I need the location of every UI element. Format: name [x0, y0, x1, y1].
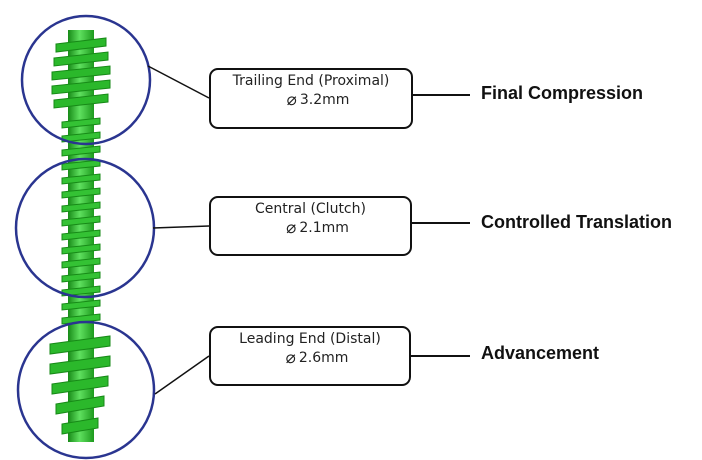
proximal-diameter-row: ⌀3.2mm	[215, 90, 407, 109]
distal-diameter: 2.6mm	[298, 350, 349, 366]
proximal-outcome-label: Final Compression	[481, 83, 644, 103]
proximal-threads	[51, 37, 111, 109]
central-outcome-label: Controlled Translation	[481, 212, 673, 232]
proximal-leader-line	[147, 65, 210, 99]
proximal-label: Trailing End (Proximal)	[232, 73, 390, 89]
proximal-label-box: Trailing End (Proximal) ⌀3.2mm	[209, 68, 413, 129]
proximal-diameter: 3.2mm	[299, 92, 350, 108]
central-diameter-row: ⌀2.1mm	[215, 218, 406, 237]
distal-diameter-row: ⌀2.6mm	[215, 348, 405, 367]
proximal-zoom-circle	[20, 14, 152, 146]
distal-threads	[49, 335, 111, 435]
diameter-symbol-icon: ⌀	[286, 218, 297, 238]
distal-zoom-circle	[16, 320, 156, 460]
central-threads	[61, 117, 101, 325]
distal-outcome-label: Advancement	[481, 343, 600, 363]
central-leader-line	[152, 225, 210, 229]
distal-leader-line	[154, 355, 210, 395]
distal-label: Leading End (Distal)	[239, 331, 381, 347]
central-label: Central (Clutch)	[255, 201, 366, 217]
distal-label-box: Leading End (Distal) ⌀2.6mm	[209, 326, 411, 386]
diameter-symbol-icon: ⌀	[286, 90, 297, 110]
central-diameter: 2.1mm	[299, 220, 349, 236]
diameter-symbol-icon: ⌀	[285, 348, 296, 368]
central-label-box: Central (Clutch) ⌀2.1mm	[209, 196, 412, 256]
